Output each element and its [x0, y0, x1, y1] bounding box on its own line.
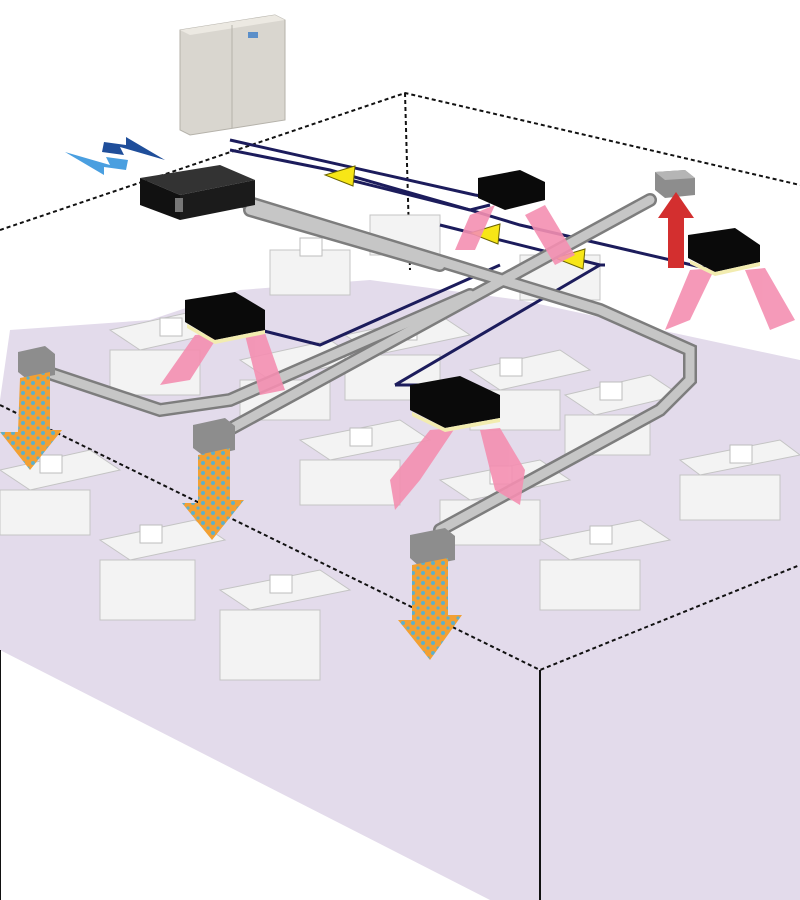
ventilator-box-icon	[140, 165, 255, 220]
supply-arrow-icon	[480, 428, 525, 505]
supply-arrow-icon	[455, 205, 495, 250]
ceiling-diffuser-icon	[398, 528, 462, 660]
supply-arrow-icon	[245, 333, 285, 395]
ceiling-diffuser-icon	[182, 418, 244, 540]
indoor-cassettes	[185, 170, 760, 432]
supply-airflow	[160, 205, 795, 510]
supply-arrow-icon	[525, 205, 575, 265]
supply-arrow-icon	[665, 268, 715, 330]
exhaust-grille-icon	[655, 170, 695, 198]
flow-arrow-icon	[323, 165, 356, 187]
flow-direction-arrows	[323, 165, 586, 270]
cassette-unit-icon	[185, 292, 265, 344]
supply-arrow-icon	[745, 268, 795, 330]
outlet-arrow-icon	[102, 137, 165, 160]
intake-arrow-icon	[65, 152, 128, 175]
supply-arrow-icon	[160, 333, 220, 385]
duct-network	[33, 193, 697, 537]
ceiling-diffuser-icon	[0, 346, 62, 470]
fresh-air-diffusers	[0, 346, 462, 660]
outdoor-unit-icon	[179, 14, 286, 136]
cassette-unit-icon	[478, 170, 545, 210]
cassette-unit-icon	[688, 228, 760, 276]
ventilator-air-arrows	[65, 137, 165, 175]
exhaust-arrow-icon	[658, 192, 694, 268]
flow-arrow-icon	[468, 223, 501, 245]
cassette-unit-icon	[410, 376, 500, 432]
supply-arrow-icon	[390, 428, 455, 510]
